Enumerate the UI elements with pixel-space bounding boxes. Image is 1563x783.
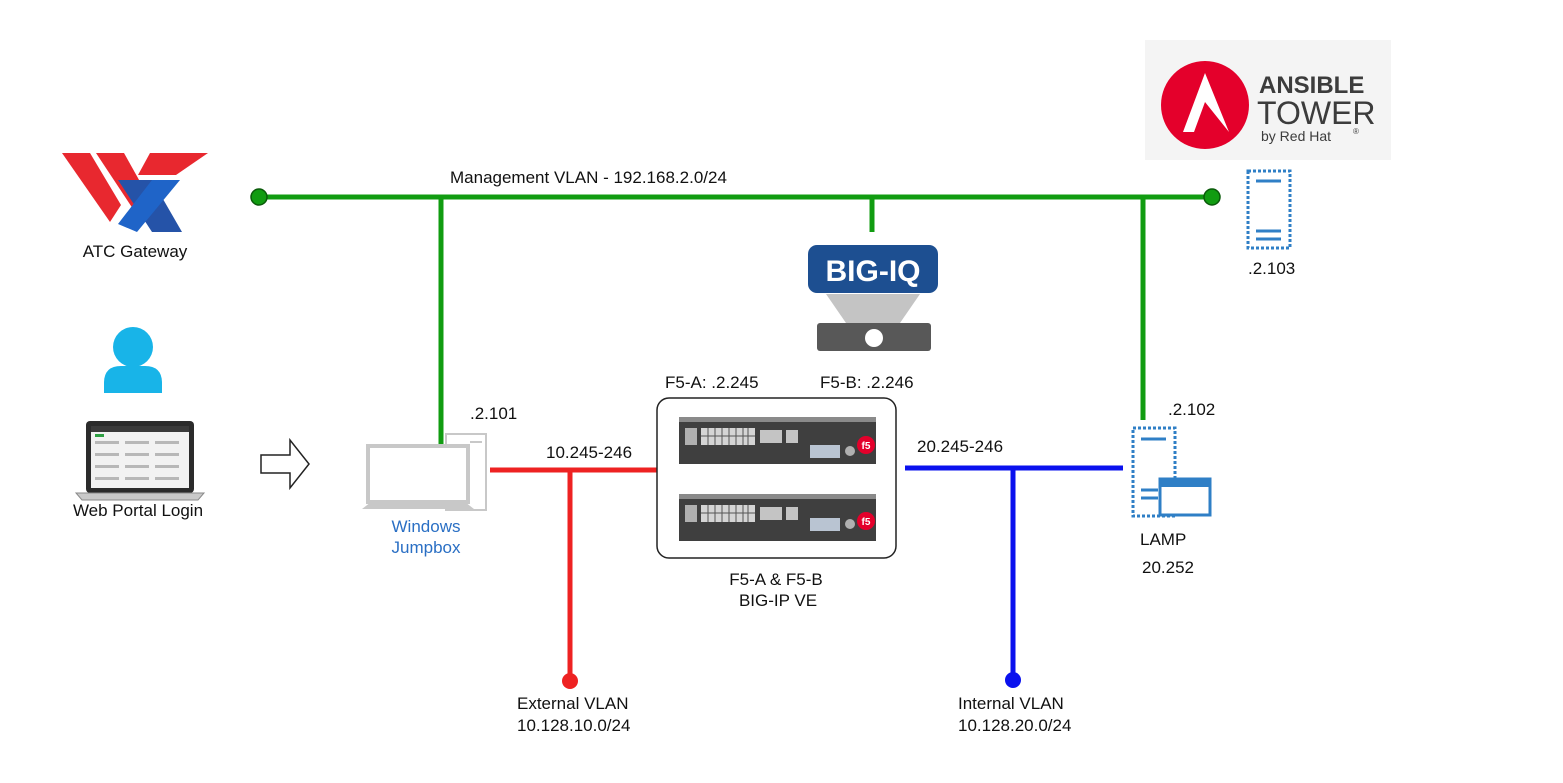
server-icon: .2.103 (1246, 169, 1295, 278)
big-iq-appliance-icon: BIG-IQ (808, 245, 938, 351)
external-link-label: 10.245-246 (546, 443, 632, 462)
external-vlan-endpoint (562, 673, 578, 689)
ansible-vendor: by Red Hat (1261, 128, 1331, 144)
internal-vlan-subnet: 10.128.20.0/24 (958, 716, 1071, 735)
jumpbox-ip: .2.101 (470, 404, 517, 423)
ansible-brand: ANSIBLE (1259, 72, 1364, 99)
f5-b-device: f5 (679, 494, 876, 541)
user-icon (104, 327, 162, 393)
bigip-appliance-icon: f5 f5 F5-A: .2.245 F5-B: .2.246 F5-A & F… (656, 373, 914, 610)
f5-a-device: f5 (679, 417, 876, 464)
server-window-icon: .2.102 LAMP 20.252 (1131, 400, 1215, 577)
management-vlan-left-endpoint (250, 188, 268, 206)
right-arrow-icon (260, 437, 310, 491)
laptop-icon: Web Portal Login (73, 421, 206, 520)
management-vlan-right-endpoint (1203, 188, 1221, 206)
jumpbox-name-line1: Windows (392, 517, 461, 536)
jumpbox-name-line2: Jumpbox (392, 538, 461, 557)
bigiq-label: BIG-IQ (826, 255, 921, 288)
internal-vlan-name: Internal VLAN (958, 694, 1064, 713)
management-vlan-label: Management VLAN - 192.168.2.0/24 (450, 168, 727, 187)
ansible-logo-icon: ANSIBLE TOWER by Red Hat ® (1145, 40, 1391, 160)
lamp-name: LAMP (1140, 530, 1186, 549)
external-vlan-subnet: 10.128.10.0/24 (517, 716, 630, 735)
f5-b-ip: F5-B: .2.246 (820, 373, 914, 392)
ansible-product: TOWER (1257, 95, 1376, 131)
f5-a-logo: f5 (862, 441, 871, 452)
internal-vlan: 20.245-246 Internal VLAN 10.128.20.0/24 (905, 437, 1123, 735)
f5-a-ip: F5-A: .2.245 (665, 373, 759, 392)
ansible-registered-mark: ® (1353, 127, 1359, 136)
management-vlan: Management VLAN - 192.168.2.0/24 (250, 168, 1221, 445)
atc-gateway-label: ATC Gateway (83, 242, 188, 261)
f5-b-logo: f5 (862, 517, 871, 528)
atc-logo-icon: ATC Gateway (62, 153, 208, 261)
lamp-ip: .2.102 (1168, 400, 1215, 419)
f5-caption-line2: BIG-IP VE (739, 591, 817, 610)
desktop-computer-icon: .2.101 Windows Jumpbox (362, 404, 517, 557)
tower-host-ip: .2.103 (1248, 259, 1295, 278)
f5-caption-line1: F5-A & F5-B (729, 570, 823, 589)
lamp-address: 20.252 (1142, 558, 1194, 577)
web-portal-label: Web Portal Login (73, 501, 203, 520)
external-vlan-name: External VLAN (517, 694, 629, 713)
internal-vlan-endpoint (1005, 672, 1021, 688)
external-vlan: 10.245-246 External VLAN 10.128.10.0/24 (490, 443, 657, 735)
internal-link-label: 20.245-246 (917, 437, 1003, 456)
